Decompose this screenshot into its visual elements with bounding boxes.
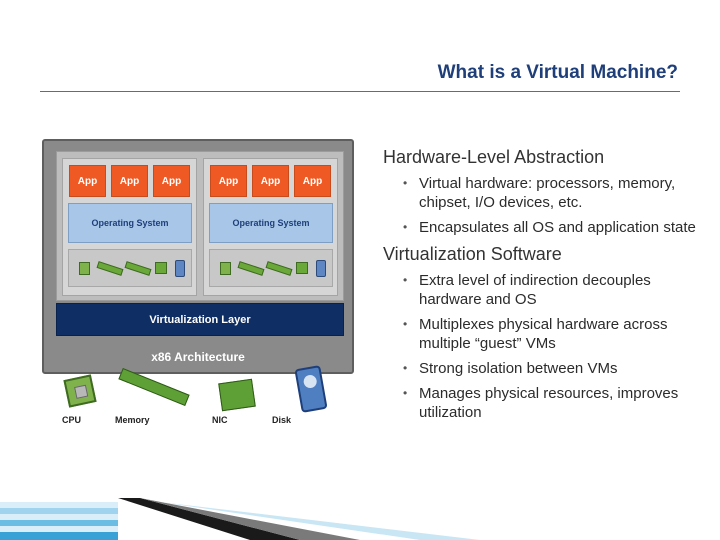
cpu-icon — [220, 262, 231, 275]
app-box: App — [252, 165, 289, 197]
virtual-hardware-row — [68, 249, 192, 287]
cpu-label: CPU — [62, 415, 82, 425]
nic-icon — [155, 262, 167, 274]
slide-footer-decoration — [0, 498, 480, 540]
x86-architecture-label: x86 Architecture — [151, 350, 245, 364]
bullet-icon: • — [403, 317, 408, 331]
app-box: App — [210, 165, 247, 197]
bullet-item: • Virtual hardware: processors, memory, c… — [403, 174, 703, 212]
nic-icon — [218, 378, 256, 412]
bullet-item: • Strong isolation between VMs — [403, 359, 703, 378]
bullet-item: • Manages physical resources, improves ut… — [403, 384, 703, 422]
nic-icon — [296, 262, 308, 274]
section-heading: Virtualization Software — [383, 244, 562, 264]
bullet-text: Encapsulates all OS and application stat… — [419, 219, 696, 236]
content-column: Hardware-Level Abstraction • Virtual hard… — [383, 146, 703, 428]
bullet-item: • Encapsulates all OS and application sta… — [403, 218, 703, 237]
bullet-text: Manages physical resources, improves uti… — [419, 385, 679, 421]
bullet-text: Strong isolation between VMs — [419, 360, 618, 377]
bullet-text: Extra level of indirection decouples har… — [419, 272, 651, 308]
section-heading: Hardware-Level Abstraction — [383, 147, 605, 167]
memory-icon — [124, 261, 152, 276]
memory-icon — [265, 261, 293, 276]
operating-system-box: Operating System — [68, 203, 192, 243]
virtual-machine-1: App App App Operating System — [62, 158, 197, 296]
memory-label: Memory — [115, 415, 150, 425]
slide-title: What is a Virtual Machine? — [437, 62, 678, 83]
disk-icon — [316, 260, 326, 277]
vm-architecture-diagram: App App App Operating System App App App… — [40, 137, 356, 433]
disk-label: Disk — [272, 415, 292, 425]
bullet-text: Multiplexes physical hardware across mul… — [419, 316, 668, 352]
operating-system-box: Operating System — [209, 203, 333, 243]
memory-icon — [96, 261, 124, 276]
host-frame: App App App Operating System App App App… — [42, 139, 354, 374]
app-box: App — [294, 165, 331, 197]
title-divider — [40, 91, 680, 92]
bullet-list: • Extra level of indirection decouples ha… — [403, 271, 703, 422]
virtual-machine-2: App App App Operating System — [203, 158, 338, 296]
memory-icon — [237, 261, 265, 276]
virtualization-layer: Virtualization Layer — [56, 303, 344, 336]
bullet-icon: • — [403, 220, 408, 234]
bullet-icon: • — [403, 176, 408, 190]
virtual-machines-area: App App App Operating System App App App… — [56, 151, 344, 301]
app-box: App — [69, 165, 106, 197]
nic-label: NIC — [212, 415, 228, 425]
bullet-item: • Extra level of indirection decouples ha… — [403, 271, 703, 309]
bullet-icon: • — [403, 273, 408, 287]
bullet-list: • Virtual hardware: processors, memory, c… — [403, 174, 703, 237]
app-box: App — [111, 165, 148, 197]
bullet-text: Virtual hardware: processors, memory, ch… — [419, 175, 676, 211]
bullet-item: • Multiplexes physical hardware across mu… — [403, 315, 703, 353]
disk-icon — [175, 260, 185, 277]
bullet-icon: • — [403, 361, 408, 375]
app-box: App — [153, 165, 190, 197]
bullet-icon: • — [403, 386, 408, 400]
cpu-icon — [79, 262, 90, 275]
cpu-icon — [63, 374, 97, 408]
virtual-hardware-row — [209, 249, 333, 287]
